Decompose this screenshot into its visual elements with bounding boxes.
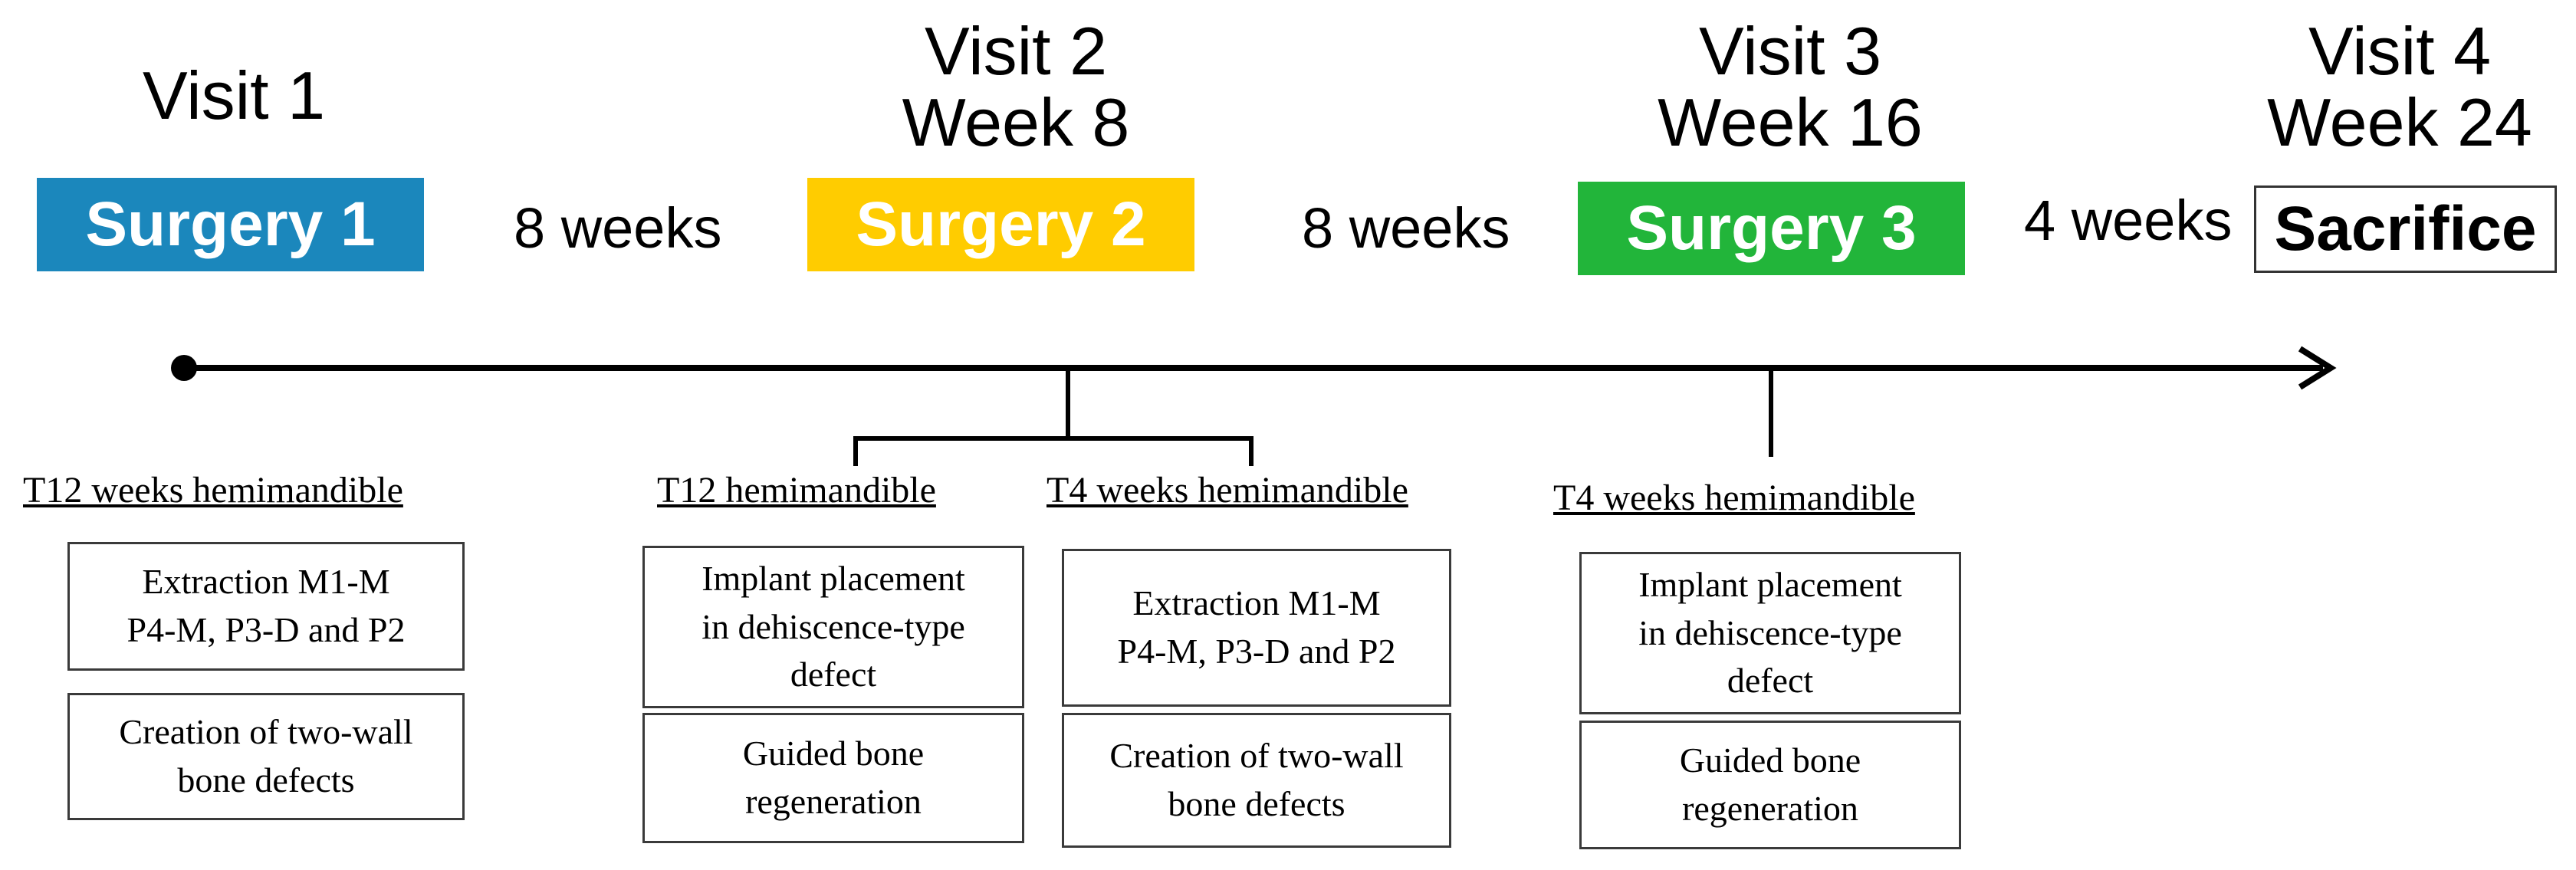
visit-1-title: Visit 1 [138, 57, 330, 133]
group-1-box-1: Extraction M1-M P4-M, P3-D and P2 [67, 542, 465, 671]
group-1-heading: T12 weeks hemimandible [23, 470, 403, 511]
visit-4-label: Visit 4 [2308, 13, 2492, 89]
group-2-box-2: Guided bone regeneration [642, 713, 1024, 843]
visit-2-label: Visit 2 [924, 13, 1108, 89]
visit-4-title: Visit 4 Week 24 [2246, 15, 2553, 159]
interval-1-label: 8 weeks [514, 196, 722, 260]
group-1-box-2: Creation of two-wall bone defects [67, 693, 465, 820]
group-4-box-1: Implant placement in dehiscence-type def… [1579, 552, 1961, 714]
visit-3-title: Visit 3 Week 16 [1637, 15, 1944, 159]
group-4-heading: T4 weeks hemimandible [1553, 478, 1915, 518]
visit-3-week: Week 16 [1658, 84, 1923, 161]
surgery-2-box: Surgery 2 [807, 178, 1194, 271]
group-2-box-1: Implant placement in dehiscence-type def… [642, 546, 1024, 708]
visit-4-week: Week 24 [2267, 84, 2532, 161]
timeline-arrowhead [2298, 346, 2337, 390]
group-2-heading: T12 hemimandible [657, 470, 936, 511]
surgery-1-box: Surgery 1 [37, 178, 424, 271]
group-4-box-2: Guided bone regeneration [1579, 721, 1961, 849]
group-3-box-1: Extraction M1-M P4-M, P3-D and P2 [1062, 549, 1451, 707]
visit-2-week: Week 8 [902, 84, 1130, 161]
group-3-heading: T4 weeks hemimandible [1046, 470, 1408, 511]
visit-3-label: Visit 3 [1698, 13, 1882, 89]
interval-3-label: 4 weeks [2024, 189, 2233, 252]
visit-1-label: Visit 1 [142, 57, 326, 133]
group-3-box-2: Creation of two-wall bone defects [1062, 713, 1451, 848]
surgery-3-box: Surgery 3 [1578, 182, 1965, 275]
sacrifice-box: Sacrifice [2254, 185, 2557, 273]
interval-2-label: 8 weeks [1302, 196, 1510, 260]
visit-2-title: Visit 2 Week 8 [889, 15, 1142, 159]
